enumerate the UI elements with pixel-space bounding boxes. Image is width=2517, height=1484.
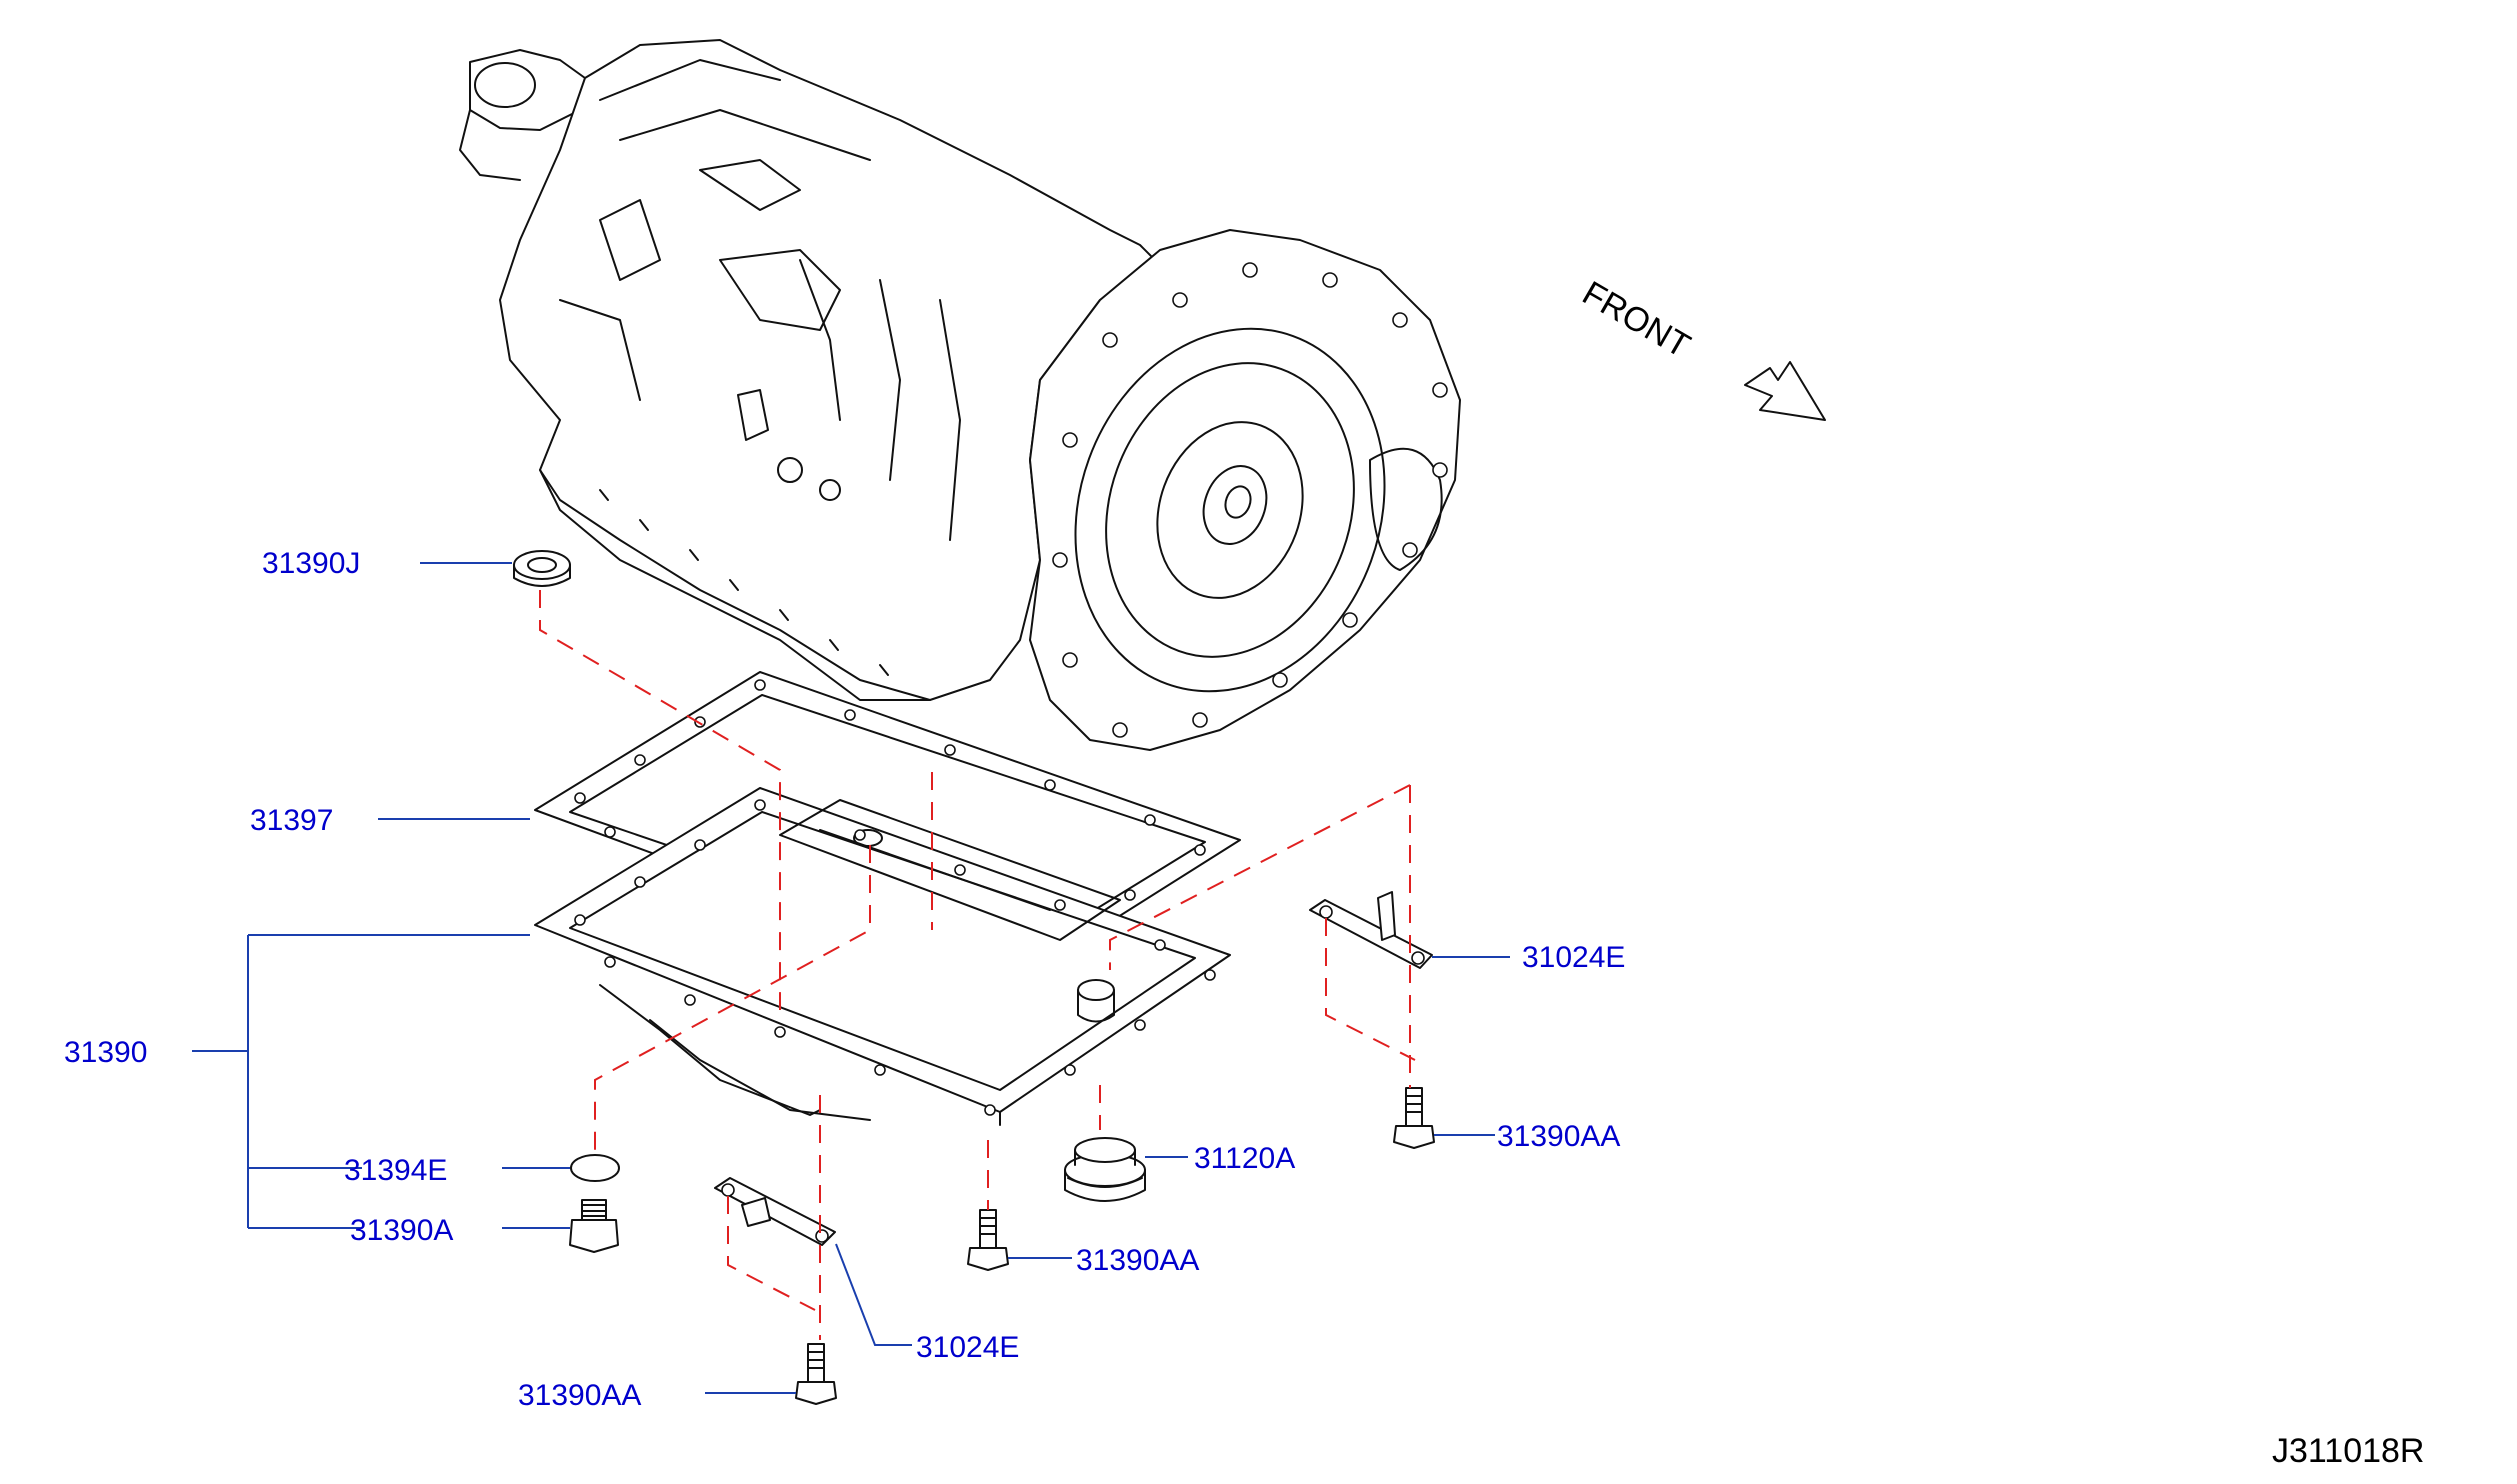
label-31397: 31397 (250, 804, 333, 837)
bracket-31024E-bottom (714, 1177, 836, 1246)
label-31390J: 31390J (262, 547, 360, 580)
label-31024E-bottom: 31024E (916, 1331, 1019, 1364)
bracket-31024E-right (1309, 891, 1433, 969)
front-arrow-icon (1744, 361, 1826, 421)
bell-housing-bolt-holes (1052, 262, 1448, 738)
front-direction-indicator: FRONT (1576, 274, 1826, 421)
leader-lines (192, 562, 1510, 1394)
label-31390A: 31390A (350, 1214, 453, 1247)
label-31390AA-right: 31390AA (1497, 1120, 1620, 1153)
bolt-31390AA-mid (967, 1209, 1009, 1271)
label-31024E-right: 31024E (1522, 941, 1625, 974)
part-labels: 31390J 31397 31390 31394E 31390A 31024E … (64, 547, 1625, 1412)
label-31394E: 31394E (344, 1154, 447, 1187)
oil-pan-bolt-holes (574, 799, 1216, 1116)
label-31390AA-bottom: 31390AA (518, 1379, 641, 1412)
bolt-31390AA-bottom (795, 1343, 837, 1405)
transmission-assembly (459, 39, 1461, 751)
oil-pan-31390 (534, 787, 1231, 1126)
label-31120A: 31120A (1194, 1142, 1295, 1175)
diagram-code: J311018R (2272, 1432, 2425, 1470)
drain-plug-31390A (569, 1199, 619, 1253)
washer-31394E (570, 1154, 620, 1182)
plug-31120A (1064, 1137, 1146, 1202)
bolt-31390AA-right (1393, 1087, 1435, 1149)
front-label: FRONT (1576, 274, 1696, 365)
label-31390: 31390 (64, 1036, 147, 1069)
assembly-dashed-lines (539, 590, 1416, 1340)
label-31390AA-mid: 31390AA (1076, 1244, 1199, 1277)
seal-31390J (513, 550, 571, 587)
